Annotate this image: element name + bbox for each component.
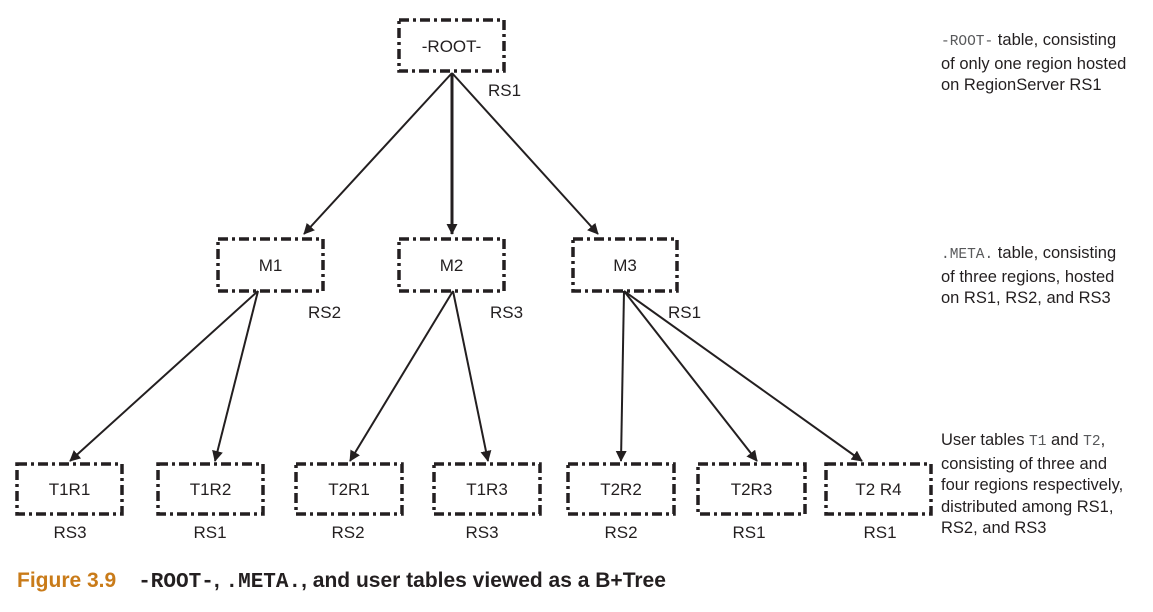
user-node-server: RS3 bbox=[53, 523, 86, 542]
user-node-box bbox=[566, 462, 676, 516]
user-node-box bbox=[824, 462, 933, 516]
edge-m1-t1r2 bbox=[212, 290, 259, 462]
root-node-box bbox=[397, 18, 506, 73]
user-node-label: T1R2 bbox=[190, 480, 232, 499]
figure-caption: Figure 3.9 -ROOT-, .META., and user table… bbox=[17, 569, 666, 594]
user-node-box bbox=[294, 462, 404, 516]
root-note-code: -ROOT- bbox=[941, 34, 994, 50]
caption-code-meta: .META. bbox=[225, 571, 302, 594]
edge-m3-t2r3 bbox=[623, 290, 758, 462]
root-node: -ROOT- RS1 bbox=[397, 18, 521, 100]
user-note-line1: User tables T1 and T2, bbox=[941, 430, 1123, 454]
root-note-text: table, consisting bbox=[993, 31, 1117, 49]
tree-edges bbox=[69, 72, 863, 462]
user-node-server: RS2 bbox=[331, 523, 364, 542]
meta-note-text: table, consisting bbox=[993, 244, 1117, 262]
meta-note-line3: on RS1, RS2, and RS3 bbox=[941, 289, 1111, 307]
edge-root-m3 bbox=[451, 72, 599, 235]
caption-separator: , bbox=[213, 569, 226, 592]
user-node-box bbox=[696, 462, 807, 516]
meta-node-m1: M1 RS2 bbox=[216, 237, 341, 322]
edge-m1-t1r1 bbox=[69, 290, 259, 462]
user-node-server: RS1 bbox=[732, 523, 765, 542]
caption-code-root: -ROOT- bbox=[138, 571, 214, 594]
meta-node-m3: M3 RS1 bbox=[571, 237, 701, 322]
user-node-label: T2R3 bbox=[731, 480, 773, 499]
user-note: User tables T1 and T2, consisting of thr… bbox=[941, 430, 1123, 540]
meta-node-box bbox=[571, 237, 679, 293]
edge-m3-t2r4 bbox=[623, 290, 863, 462]
user-node-server: RS1 bbox=[193, 523, 226, 542]
caption-text: , and user tables viewed as a B+Tree bbox=[301, 569, 666, 592]
meta-note: .META. table, consisting of three region… bbox=[941, 243, 1116, 310]
user-note-code-t1: T1 bbox=[1029, 434, 1047, 450]
meta-note-line1: .META. table, consisting bbox=[941, 243, 1116, 267]
user-node-label: T2 R4 bbox=[855, 480, 901, 499]
user-node-2: T1R2 RS1 bbox=[156, 462, 265, 542]
root-node-server: RS1 bbox=[488, 81, 521, 100]
user-note-suffix: , bbox=[1100, 431, 1106, 449]
user-node-box bbox=[15, 462, 124, 516]
edge-m3-t2r2 bbox=[615, 290, 627, 462]
meta-node-server: RS2 bbox=[308, 303, 341, 322]
root-note-line3: on RegionServer RS1 bbox=[941, 76, 1102, 94]
user-note-mid: and bbox=[1046, 431, 1084, 449]
meta-node-server: RS1 bbox=[668, 303, 701, 322]
edge-m2-t1r3 bbox=[452, 290, 492, 462]
meta-note-line2: of three regions, hosted bbox=[941, 267, 1115, 286]
user-node-server: RS2 bbox=[604, 523, 637, 542]
user-node-server: RS3 bbox=[465, 523, 498, 542]
user-note-line2: consisting of three and bbox=[941, 454, 1108, 473]
figure-number: Figure 3.9 bbox=[17, 569, 117, 592]
user-node-label: T2R2 bbox=[600, 480, 642, 499]
user-node-7: T2 R4 RS1 bbox=[824, 462, 933, 542]
user-node-label: T1R3 bbox=[466, 480, 508, 499]
user-node-box bbox=[156, 462, 265, 516]
user-node-1: T1R1 RS3 bbox=[15, 462, 124, 542]
meta-node-server: RS3 bbox=[490, 303, 523, 322]
user-node-3: T2R1 RS2 bbox=[294, 462, 404, 542]
meta-node-label: M1 bbox=[259, 256, 283, 275]
user-note-code-t2: T2 bbox=[1083, 434, 1101, 450]
root-note-line2: of only one region hosted bbox=[941, 54, 1127, 73]
root-node-label: -ROOT- bbox=[422, 37, 482, 56]
user-node-label: T1R1 bbox=[49, 480, 91, 499]
meta-node-box bbox=[397, 237, 506, 293]
meta-node-label: M3 bbox=[613, 256, 637, 275]
root-note-line1: -ROOT- table, consisting bbox=[941, 30, 1126, 54]
meta-node-m2: M2 RS3 bbox=[397, 237, 523, 322]
root-note: -ROOT- table, consisting of only one reg… bbox=[941, 30, 1126, 97]
meta-node-label: M2 bbox=[440, 256, 464, 275]
user-node-box bbox=[432, 462, 542, 516]
user-node-5: T2R2 RS2 bbox=[566, 462, 676, 542]
user-node-6: T2R3 RS1 bbox=[696, 462, 807, 542]
edge-m2-t2r1 bbox=[349, 290, 454, 462]
user-note-line5: RS2, and RS3 bbox=[941, 519, 1047, 537]
meta-node-box bbox=[216, 237, 325, 293]
user-note-line4: distributed among RS1, bbox=[941, 497, 1114, 516]
user-note-prefix: User tables bbox=[941, 431, 1030, 449]
user-node-label: T2R1 bbox=[328, 480, 370, 499]
user-note-line3: four regions respectively, bbox=[941, 476, 1124, 494]
meta-note-code: .META. bbox=[941, 247, 994, 263]
edge-root-m1 bbox=[303, 72, 453, 235]
user-node-4: T1R3 RS3 bbox=[432, 462, 542, 542]
user-node-server: RS1 bbox=[863, 523, 896, 542]
